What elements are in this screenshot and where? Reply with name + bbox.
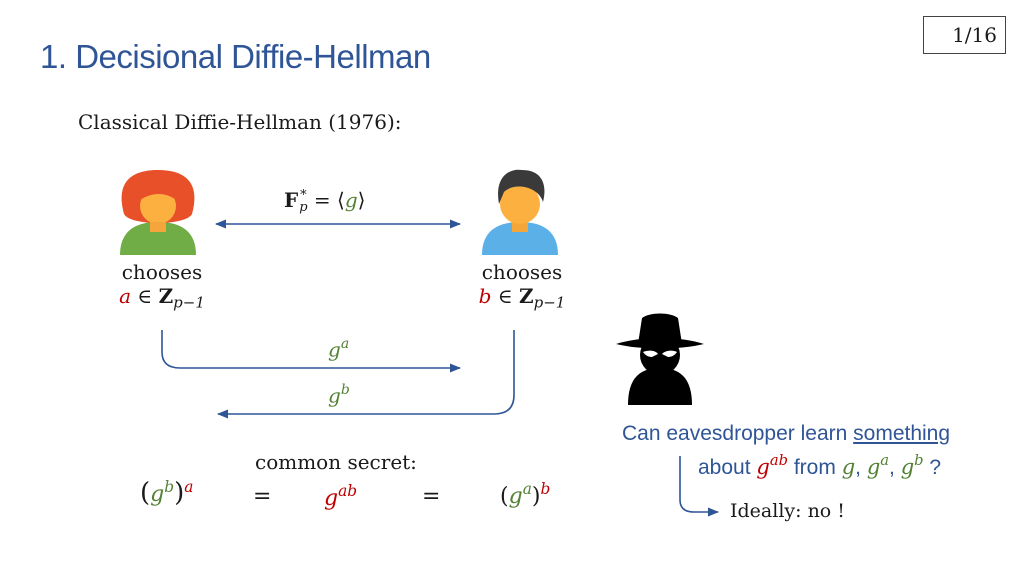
q-qmark: ? [923,455,942,479]
group-star: * [300,187,307,203]
secret-rhs: (ga)b [500,480,550,509]
bob-in: ∈ [491,284,519,308]
eavesdropper-question-line2: about gab from g, ga, gb ? [698,452,941,480]
mid-base: g [324,486,339,512]
q-gb-base: g [900,454,915,479]
alice-in: ∈ [131,284,159,308]
answer-arrow [679,456,720,517]
mid-exp: ab [338,482,358,500]
man-avatar-icon [482,169,558,255]
group-rangle: ⟩ [357,188,366,212]
group-field-scripts: *p [299,187,308,215]
q-g: g [841,454,856,479]
slide-title: 1. Decisional Diffie-Hellman [40,38,431,75]
secret-label: common secret: [255,450,417,474]
group-p: p [299,199,308,215]
q-comma1: , [855,455,867,479]
group-equals: = [307,188,338,212]
answer-text: Ideally: no ! [730,500,845,522]
lhs-outer: a [184,478,194,496]
msg2-exp: b [340,382,350,398]
bob-choice: b ∈ Zp−1 [460,284,584,312]
question-about: about [698,455,757,479]
bob-sub: p−1 [533,293,566,312]
group-generator: g [344,188,358,212]
secret-mid: gab [324,482,357,511]
q-gab-base: g [756,454,770,479]
rhs-base: g [508,484,523,510]
woman-avatar-icon [120,170,196,255]
alice-sub: p−1 [173,293,205,312]
message-arrow-bob-to-alice [216,330,515,419]
question-from: from [788,455,842,479]
page-counter: 1/16 [923,16,1006,54]
rhs-outer: b [540,480,551,498]
alice-choice: a ∈ Zp−1 [100,284,224,312]
rhs-close: ) [531,484,541,510]
alice-chooses: chooses [121,260,203,284]
lhs-open: ( [140,478,151,509]
rhs-inner: a [522,480,532,498]
bob-label: chooses b ∈ Zp−1 [460,260,584,312]
group-field-symbol: F [284,188,299,212]
rhs-open: ( [500,484,509,510]
question-something: something [853,422,951,445]
secret-eq2: = [422,484,441,509]
alice-Z: Z [158,284,174,308]
msg1-exp: a [340,336,350,352]
spy-icon [616,313,704,405]
secret-eq1: = [253,484,272,509]
alice-label: chooses a ∈ Zp−1 [100,260,224,312]
group-langle: ⟨ [337,188,345,212]
msg1-base: g [328,337,341,362]
lhs-close: ) [174,478,185,509]
bob-Z: Z [519,284,534,308]
group-label: F*p = ⟨g⟩ [284,188,365,213]
message-g-b: gb [328,382,350,407]
message-arrow-alice-to-bob [161,330,462,373]
q-gab-exp: ab [769,452,789,469]
q-comma2: , [889,455,901,479]
lhs-base: g [150,482,165,508]
eavesdropper-question-line1: Can eavesdropper learn something [622,422,950,446]
bob-var: b [478,284,492,308]
q-ga-base: g [866,454,881,479]
question-part1: Can eavesdropper learn [622,422,854,445]
intro-text: Classical Diffie-Hellman (1976): [78,110,402,134]
secret-lhs: (gb)a [140,478,193,508]
message-g-a: ga [328,336,349,361]
bob-chooses: chooses [481,260,563,284]
msg2-base: g [328,383,341,408]
q-ga-exp: a [880,452,890,469]
q-gb-exp: b [914,452,924,469]
lhs-inner: b [164,478,175,496]
alice-var: a [119,284,132,308]
